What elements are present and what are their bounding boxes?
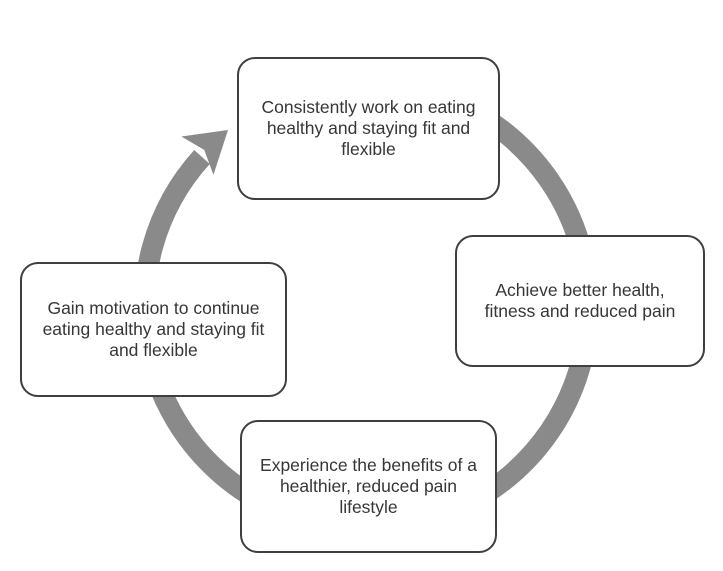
node-label: Gain motivation to continue eating healt… xyxy=(42,298,265,360)
cycle-node-right: Achieve better health, fitness and reduc… xyxy=(455,235,705,367)
cycle-node-top: Consistently work on eating healthy and … xyxy=(237,57,500,200)
node-label: Experience the benefits of a healthier, … xyxy=(260,455,477,517)
node-label: Achieve better health, fitness and reduc… xyxy=(484,280,676,321)
node-label: Consistently work on eating healthy and … xyxy=(261,97,476,159)
cycle-arrowhead-icon xyxy=(181,130,228,175)
cycle-node-bottom: Experience the benefits of a healthier, … xyxy=(240,420,497,553)
cycle-node-left: Gain motivation to continue eating healt… xyxy=(20,262,287,397)
